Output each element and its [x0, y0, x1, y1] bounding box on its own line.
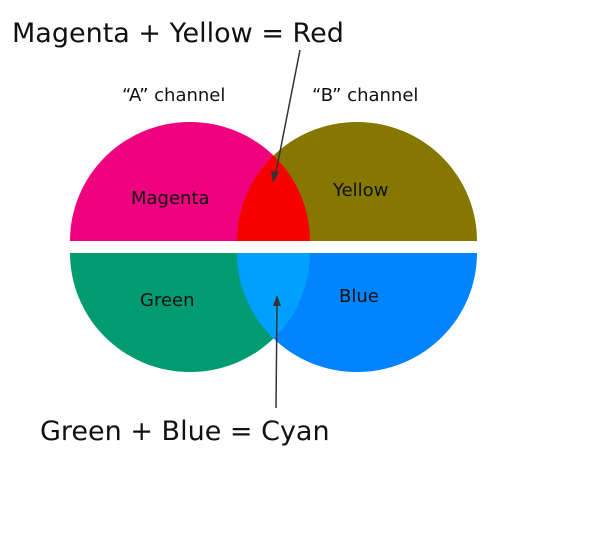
channel-b-label: “B” channel: [312, 85, 418, 106]
cyan-arrow: [273, 295, 281, 409]
yellow-label: Yellow: [332, 180, 388, 201]
red-arrow: [271, 49, 301, 183]
bottom-equation: Green + Blue = Cyan: [40, 416, 330, 447]
top-equation: Magenta + Yellow = Red: [12, 18, 344, 49]
channel-a-label: “A” channel: [122, 85, 225, 106]
blue-label: Blue: [339, 286, 379, 307]
magenta-label: Magenta: [131, 188, 210, 209]
green-label: Green: [140, 290, 195, 311]
